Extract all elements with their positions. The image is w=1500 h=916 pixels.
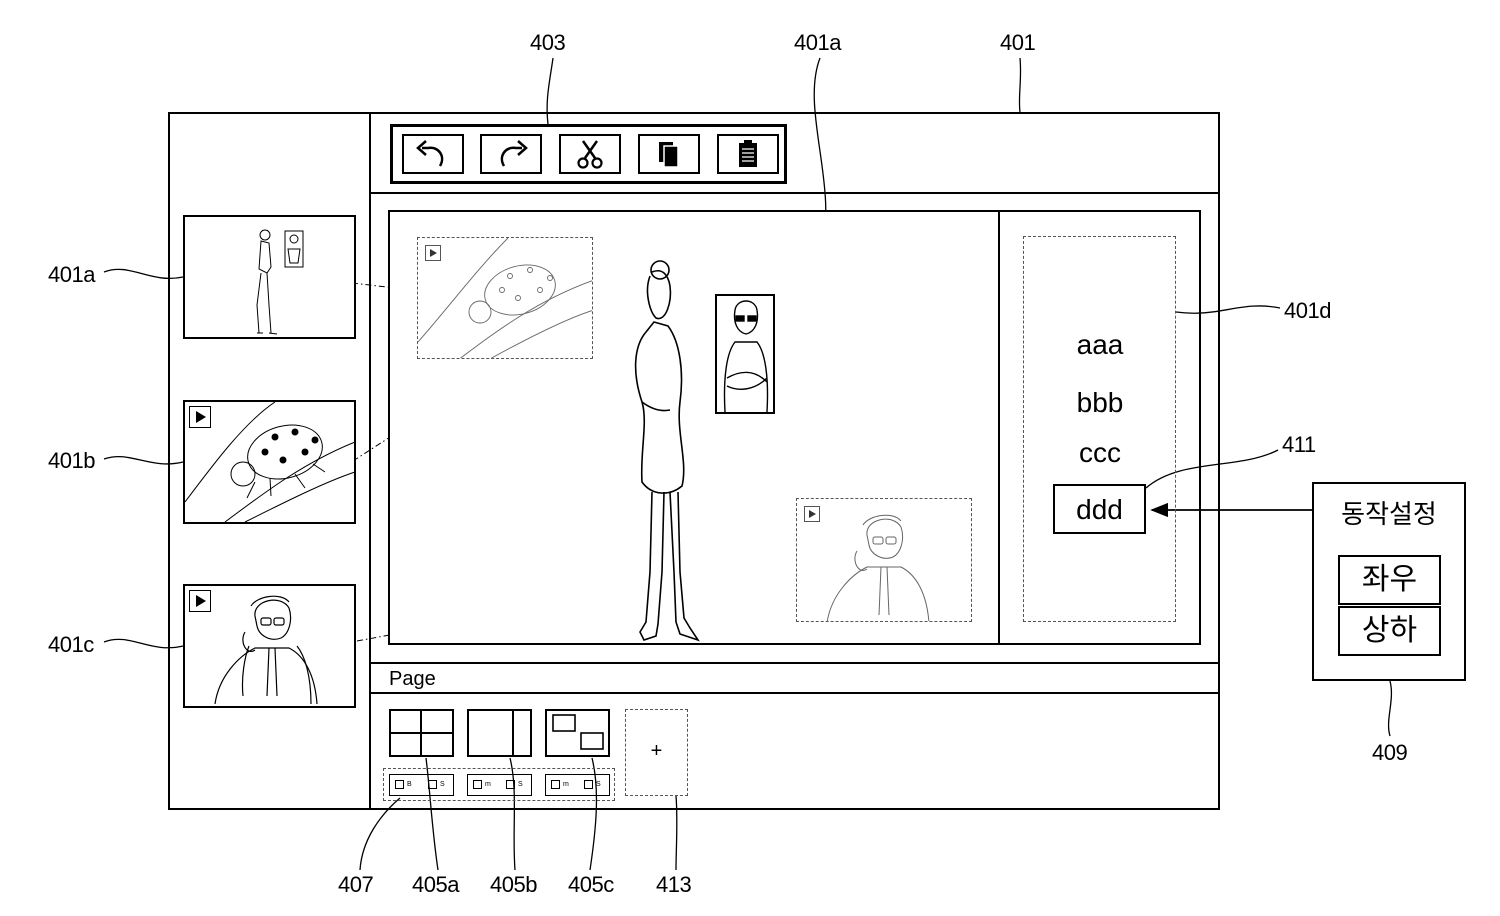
- text-item-ddd-selected[interactable]: ddd: [1053, 484, 1146, 534]
- paste-icon: [719, 136, 777, 172]
- page-bar-bottom-line: [369, 692, 1220, 694]
- toolbar-divider: [369, 192, 1220, 194]
- man-crossed-arms-image: [717, 296, 773, 412]
- split-column-icon: [469, 711, 531, 755]
- ref-label-401b: 401b: [48, 448, 95, 474]
- text-item-bbb[interactable]: bbb: [1050, 387, 1150, 419]
- cut-icon: [561, 136, 619, 172]
- tag-a-label: m: [485, 781, 491, 788]
- copy-icon: [640, 136, 698, 172]
- play-icon: [425, 245, 441, 261]
- ref-label-401a-left: 401a: [48, 262, 95, 288]
- man-on-phone-image: [797, 499, 972, 622]
- layout-405a[interactable]: [389, 709, 454, 757]
- play-icon: [189, 590, 211, 612]
- ref-label-405c: 405c: [568, 872, 614, 898]
- ref-label-409: 409: [1372, 740, 1407, 766]
- redo-button[interactable]: [480, 134, 542, 174]
- checkbox-a[interactable]: [551, 780, 560, 789]
- ref-label-401a-top: 401a: [794, 30, 841, 56]
- checkbox-b[interactable]: [428, 780, 437, 789]
- two-frames-icon: [547, 711, 609, 755]
- page-tag-405a[interactable]: B S: [389, 774, 454, 796]
- edit-toolbar: [390, 124, 787, 184]
- canvas-man-phone-video[interactable]: [796, 498, 972, 622]
- text-item-ccc[interactable]: ccc: [1050, 437, 1150, 469]
- ref-label-403: 403: [530, 30, 565, 56]
- ref-label-411: 411: [1282, 432, 1316, 458]
- play-icon: [189, 406, 211, 428]
- tag-a-label: B: [407, 781, 412, 788]
- checkbox-b[interactable]: [506, 780, 515, 789]
- page-tag-405b[interactable]: m S: [467, 774, 532, 796]
- canvas-ladybug-video[interactable]: [417, 237, 593, 359]
- tag-b-label: S: [440, 781, 445, 788]
- thumbnail-401c[interactable]: [183, 584, 356, 708]
- ref-label-413: 413: [656, 872, 691, 898]
- layout-405c[interactable]: [545, 709, 610, 757]
- ref-label-407: 407: [338, 872, 373, 898]
- checkbox-a[interactable]: [473, 780, 482, 789]
- undo-icon: [404, 136, 462, 172]
- checkbox-b[interactable]: [584, 780, 593, 789]
- tag-b-label: S: [518, 781, 523, 788]
- copy-button[interactable]: [638, 134, 700, 174]
- paste-button[interactable]: [717, 134, 779, 174]
- checkbox-a[interactable]: [395, 780, 404, 789]
- ladybug-image: [418, 238, 593, 359]
- canvas-woman-figure[interactable]: [620, 252, 720, 642]
- tag-a-label: m: [563, 781, 569, 788]
- cut-button[interactable]: [559, 134, 621, 174]
- thumbnail-401b[interactable]: [183, 400, 356, 524]
- undo-button[interactable]: [402, 134, 464, 174]
- page-canvas[interactable]: [388, 210, 1000, 645]
- page-bar-top-line: [369, 662, 1220, 664]
- ref-label-401: 401: [1000, 30, 1035, 56]
- action-setting-title: 동작설정: [1314, 494, 1464, 531]
- standing-woman-image: [185, 217, 355, 337]
- option-up-down-button[interactable]: 상하: [1338, 606, 1441, 656]
- text-list-401d: aaa bbb ccc: [1023, 236, 1176, 622]
- add-page-button[interactable]: +: [625, 709, 688, 796]
- ref-label-405b: 405b: [490, 872, 537, 898]
- ref-label-401d: 401d: [1284, 298, 1331, 324]
- page-label: Page: [389, 668, 436, 691]
- page-tag-405c[interactable]: m S: [545, 774, 610, 796]
- thumbnail-401a[interactable]: [183, 215, 356, 339]
- ref-label-401c: 401c: [48, 632, 94, 658]
- option-left-right-button[interactable]: 좌우: [1338, 555, 1441, 605]
- tag-b-label: S: [596, 781, 601, 788]
- layout-405b[interactable]: [467, 709, 532, 757]
- sidebar-divider: [369, 112, 371, 810]
- grid-4-icon: [391, 711, 453, 755]
- text-item-aaa[interactable]: aaa: [1050, 329, 1150, 361]
- redo-icon: [482, 136, 540, 172]
- play-icon: [804, 506, 820, 522]
- canvas-man-image[interactable]: [715, 294, 775, 414]
- ref-label-405a: 405a: [412, 872, 459, 898]
